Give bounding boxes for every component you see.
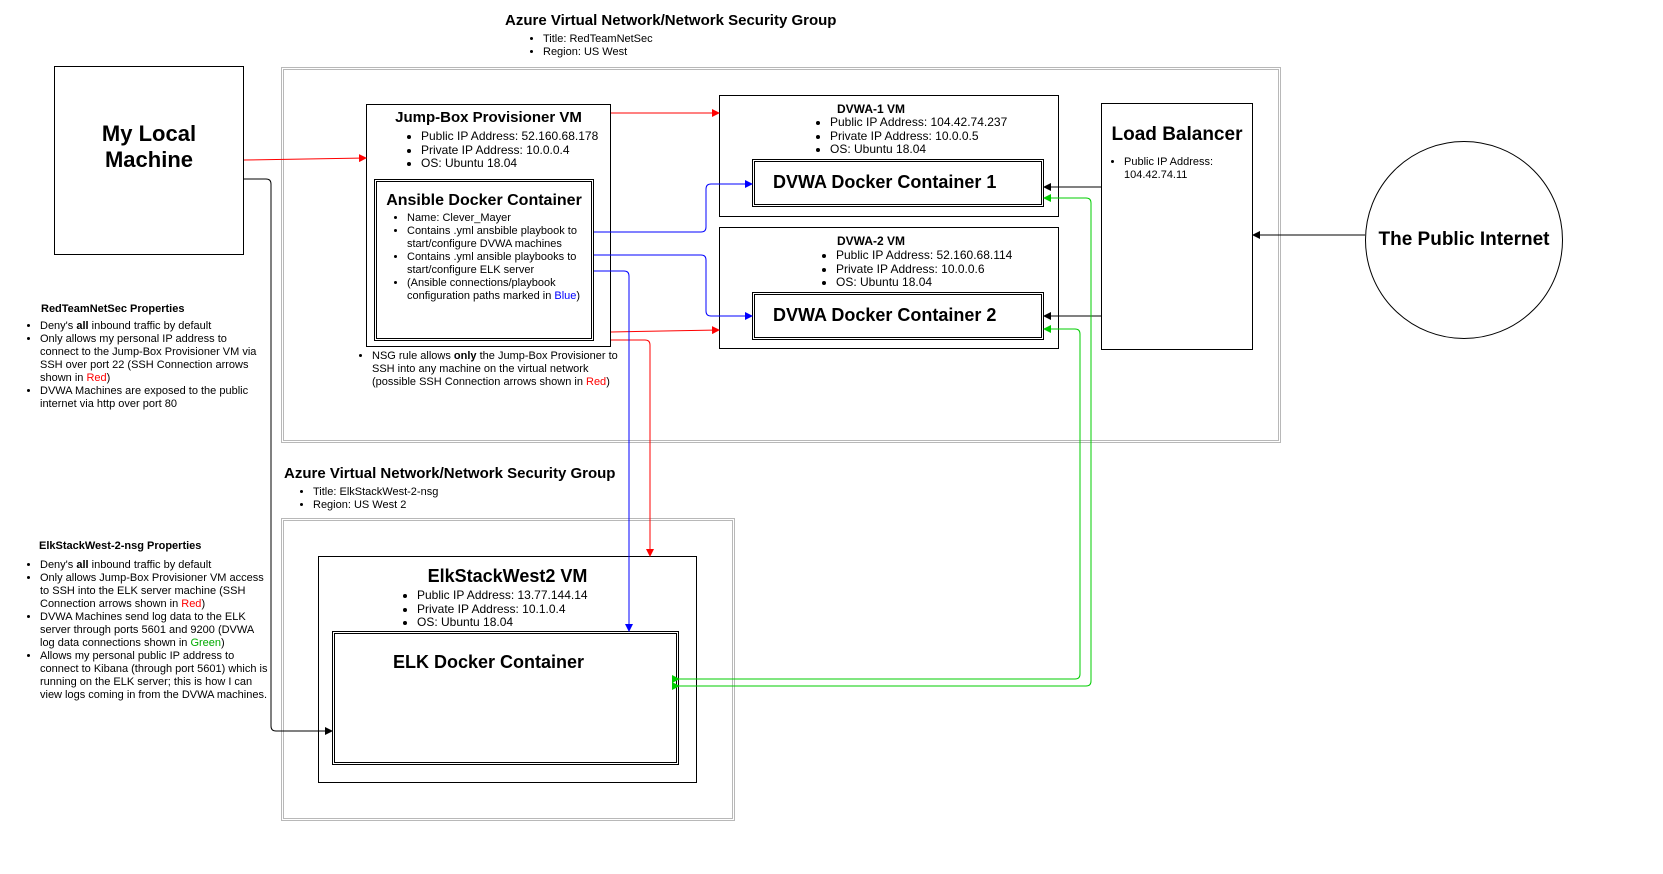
- redteam-prop-ssh: Only allows my personal IP address to co…: [40, 333, 268, 385]
- jumpbox-private-ip: Private IP Address: 10.0.0.4: [421, 143, 610, 158]
- dvwa1-container-node[interactable]: DVWA Docker Container 1: [752, 159, 1044, 207]
- public-internet-label: The Public Internet: [1378, 229, 1550, 250]
- dvwa1-container-label: DVWA Docker Container 1: [773, 172, 997, 192]
- load-balancer-ip: Public IP Address:104.42.74.11: [1124, 156, 1252, 182]
- jumpbox-os: OS: Ubuntu 18.04: [421, 156, 610, 171]
- elk-properties-heading: ElkStackWest-2-nsg Properties: [39, 540, 202, 552]
- dvwa2-os: OS: Ubuntu 18.04: [836, 275, 1058, 290]
- nsg2-label: Azure Virtual Network/Network Security G…: [284, 465, 664, 512]
- dvwa2-private-ip: Private IP Address: 10.0.0.6: [836, 262, 1058, 277]
- elk-container-label: ELK Docker Container: [393, 652, 585, 672]
- jumpbox-title: Jump-Box Provisioner VM: [395, 109, 582, 126]
- nsg1-region: Region: US West: [543, 46, 885, 59]
- ansible-item-elk: Contains .yml ansible playbooks to start…: [407, 251, 597, 277]
- dvwa1-private-ip: Private IP Address: 10.0.0.5: [830, 129, 1058, 144]
- dvwa1-public-ip: Public IP Address: 104.42.74.237: [830, 115, 1058, 130]
- nsg1-label: Azure Virtual Network/Network Security G…: [505, 12, 885, 59]
- ansible-blue-word: Blue: [554, 290, 577, 302]
- ansible-item-dvwa: Contains .yml ansbible playbook to start…: [407, 225, 597, 251]
- local-machine-label: My Local Machine: [101, 120, 197, 172]
- load-balancer-node[interactable]: Load Balancer Public IP Address:104.42.7…: [1101, 103, 1253, 350]
- dvwa1-os: OS: Ubuntu 18.04: [830, 142, 1058, 157]
- ansible-item-legend: (Ansible connections/playbook configurat…: [407, 277, 597, 303]
- dvwa1-title: DVWA-1 VM: [836, 102, 905, 116]
- elk-properties: ElkStackWest-2-nsg Properties Deny's all…: [24, 540, 268, 702]
- elk-vm-os: OS: Ubuntu 18.04: [417, 615, 696, 630]
- ansible-title: Ansible Docker Container: [386, 192, 582, 209]
- nsg1-title: Title: RedTeamNetSec: [543, 33, 885, 46]
- elk-prop-kibana: Allows my personal public IP address to …: [40, 650, 268, 702]
- nsg2-title: Title: ElkStackWest-2-nsg: [313, 486, 664, 499]
- nsg-rule-text: NSG rule allows only the Jump-Box Provis…: [372, 350, 624, 389]
- elk-prop-ssh: Only allows Jump-Box Provisioner VM acce…: [40, 572, 268, 611]
- redteam-properties-heading: RedTeamNetSec Properties: [41, 303, 185, 315]
- elk-prop-logs: DVWA Machines send log data to the ELK s…: [40, 611, 268, 650]
- redteam-prop-http: DVWA Machines are exposed to the public …: [40, 385, 268, 411]
- redteam-prop-deny: Deny's all inbound traffic by default: [40, 320, 268, 333]
- public-internet-node[interactable]: The Public Internet: [1365, 141, 1563, 339]
- nsg-rule-note: NSG rule allows only the Jump-Box Provis…: [358, 350, 624, 389]
- ansible-name: Name: Clever_Mayer: [407, 212, 597, 225]
- jumpbox-vm-node[interactable]: Jump-Box Provisioner VM Public IP Addres…: [366, 104, 611, 347]
- nsg2-heading: Azure Virtual Network/Network Security G…: [284, 465, 616, 482]
- dvwa2-container-node[interactable]: DVWA Docker Container 2: [752, 292, 1044, 340]
- elk-vm-title: ElkStackWest2 VM: [427, 566, 588, 586]
- ansible-container-node[interactable]: Ansible Docker Container Name: Clever_Ma…: [374, 179, 594, 341]
- elk-vm-node[interactable]: ElkStackWest2 VM Public IP Address: 13.7…: [318, 556, 697, 783]
- load-balancer-title: Load Balancer: [1111, 124, 1243, 145]
- dvwa2-container-label: DVWA Docker Container 2: [773, 305, 997, 325]
- elk-vm-public-ip: Public IP Address: 13.77.144.14: [417, 588, 696, 603]
- elk-container-node[interactable]: ELK Docker Container: [332, 631, 679, 765]
- dvwa2-public-ip: Public IP Address: 52.160.68.114: [836, 248, 1058, 263]
- local-machine-node[interactable]: My Local Machine: [54, 66, 244, 255]
- elk-prop-deny: Deny's all inbound traffic by default: [40, 559, 268, 572]
- jumpbox-public-ip: Public IP Address: 52.160.68.178: [421, 129, 610, 144]
- nsg1-heading: Azure Virtual Network/Network Security G…: [505, 12, 837, 29]
- elk-vm-private-ip: Private IP Address: 10.1.0.4: [417, 602, 696, 617]
- redteam-properties: RedTeamNetSec Properties Deny's all inbo…: [24, 303, 268, 411]
- dvwa2-title: DVWA-2 VM: [836, 234, 905, 248]
- nsg2-region: Region: US West 2: [313, 499, 664, 512]
